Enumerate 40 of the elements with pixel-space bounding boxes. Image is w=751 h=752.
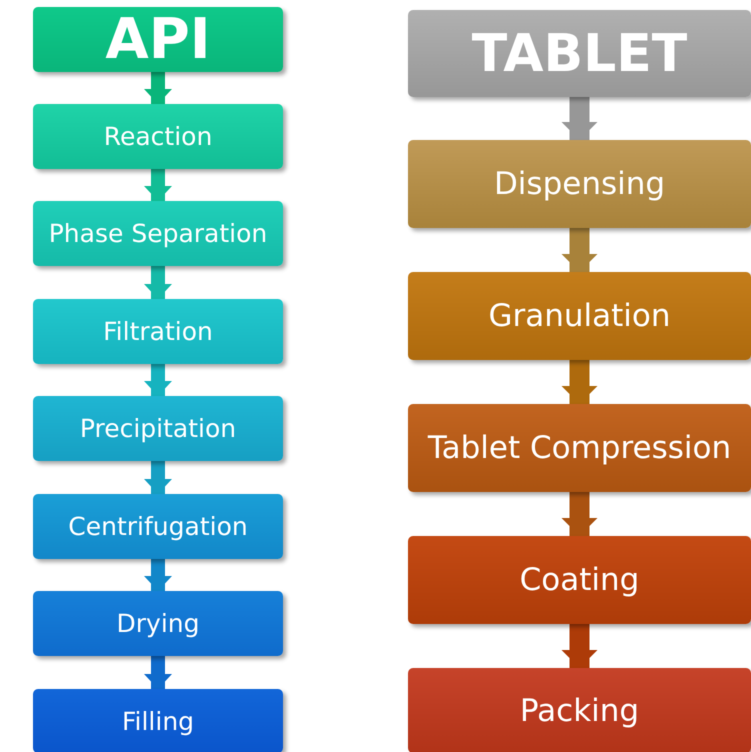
arrow <box>144 266 172 299</box>
process-box <box>408 668 751 752</box>
process-box <box>33 104 283 169</box>
process-box <box>408 536 751 624</box>
step-label: Phase Separation <box>48 219 268 248</box>
step-label: Dispensing <box>494 166 666 202</box>
process-box <box>33 396 283 461</box>
arrow <box>562 492 598 536</box>
process-box <box>408 404 751 492</box>
arrow <box>562 228 598 272</box>
process-box <box>408 140 751 228</box>
arrow <box>562 360 598 404</box>
arrow <box>562 97 598 140</box>
step-label: Coating <box>520 562 640 598</box>
step-label: Reaction <box>104 122 212 151</box>
arrow <box>144 169 172 201</box>
process-box <box>33 201 283 266</box>
heading: TABLET <box>472 24 688 84</box>
arrow <box>144 656 172 689</box>
process-box <box>33 7 283 72</box>
arrow <box>144 364 172 396</box>
arrow <box>144 72 172 104</box>
step-label: Filtration <box>103 317 213 346</box>
process-box <box>408 272 751 360</box>
step-label: Precipitation <box>80 414 236 443</box>
step-label: Granulation <box>488 298 671 334</box>
arrow <box>144 461 172 494</box>
step-label: Centrifugation <box>68 512 248 541</box>
process-box <box>408 10 751 97</box>
process-box <box>33 689 283 752</box>
step-label: Tablet Compression <box>428 430 732 466</box>
step-label: Drying <box>116 609 200 638</box>
arrow <box>144 559 172 591</box>
heading: API <box>105 7 211 72</box>
step-label: Filling <box>122 706 194 736</box>
step-label: Packing <box>520 692 640 728</box>
process-box <box>33 299 283 364</box>
process-box <box>33 494 283 559</box>
process-box <box>33 591 283 656</box>
arrow <box>562 624 598 668</box>
